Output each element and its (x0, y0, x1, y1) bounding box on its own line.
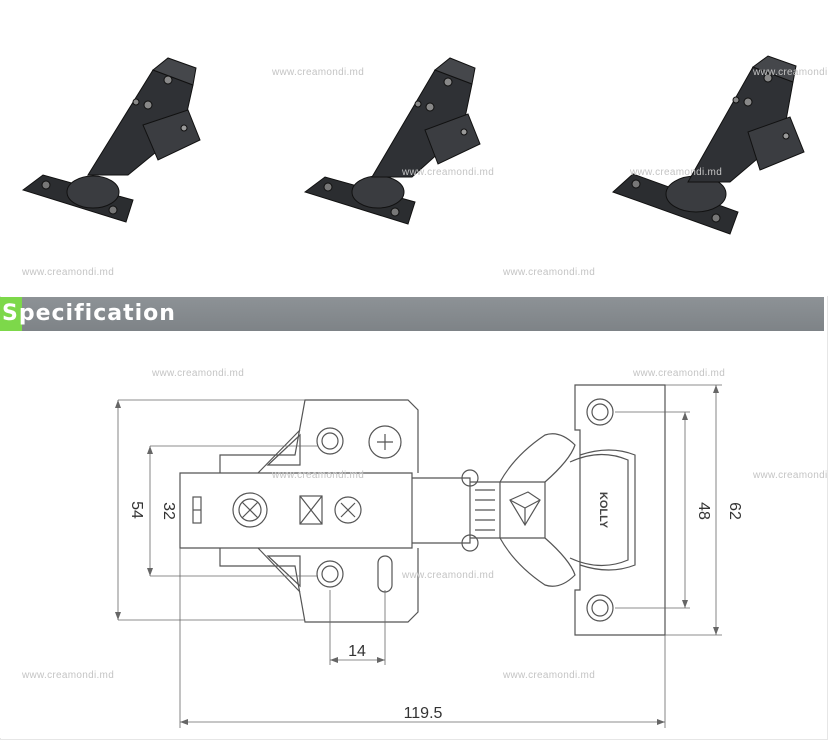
cross-screw-top (368, 425, 402, 459)
screw-center (334, 496, 362, 524)
hinge-cup-outline (500, 481, 546, 539)
watermark: www.creamondi.md (272, 470, 365, 481)
hinge-photo-1 (21, 57, 201, 223)
product-photos: www.creamondi.md www.creamondi.md www.cr… (0, 0, 828, 296)
watermark: www.creamondi.md (402, 167, 495, 178)
watermark: www.creamondi.md (633, 368, 726, 379)
watermark: www.creamondi.md (503, 670, 596, 681)
dim-hole-spacing: 32 (160, 502, 177, 520)
mount-hole-top (316, 427, 344, 455)
mount-hole-bottom (316, 560, 344, 588)
watermark: www.creamondi.md (630, 167, 723, 178)
screw-left (232, 492, 268, 528)
dim-plate-height: 62 (726, 502, 743, 520)
mounting-plate-outline (574, 384, 666, 636)
dim-overall-length: 119.5 (404, 705, 443, 722)
watermark: www.creamondi.md (503, 267, 596, 278)
watermark: www.creamondi.md (402, 570, 495, 581)
specification-accent (0, 297, 22, 331)
hinge-arm (87, 57, 197, 176)
hinge-arm-outline (179, 472, 413, 549)
hinge-photo-2 (303, 57, 481, 225)
watermark: www.creamondi.md (152, 368, 245, 379)
hinge-photo-3 (612, 55, 805, 235)
plate-hole-bottom (586, 594, 614, 622)
watermark: www.creamondi.md (753, 470, 828, 481)
watermark: www.creamondi.md (22, 267, 115, 278)
hinge-cup (66, 175, 120, 209)
technical-drawing: 54 32 14 119.5 48 62 KOLLY www.creamondi… (0, 331, 828, 738)
brand-mark: KOLLY (597, 492, 609, 529)
hinge-base-plate (142, 109, 201, 161)
specification-title: Specification (2, 301, 176, 326)
hinge-link (412, 477, 471, 544)
watermark: www.creamondi.md (22, 670, 115, 681)
specification-header-bar (0, 297, 824, 331)
hinge-technical-drawing: 54 32 14 119.5 48 62 KOLLY (115, 384, 743, 728)
dim-plate-spacing: 48 (695, 502, 712, 520)
watermark: www.creamondi.md (272, 67, 365, 78)
plate-hole-top (586, 398, 614, 426)
watermark: www.creamondi.md (753, 67, 828, 78)
dim-hole-offset: 14 (348, 643, 366, 660)
dim-overall-height: 54 (128, 501, 145, 519)
